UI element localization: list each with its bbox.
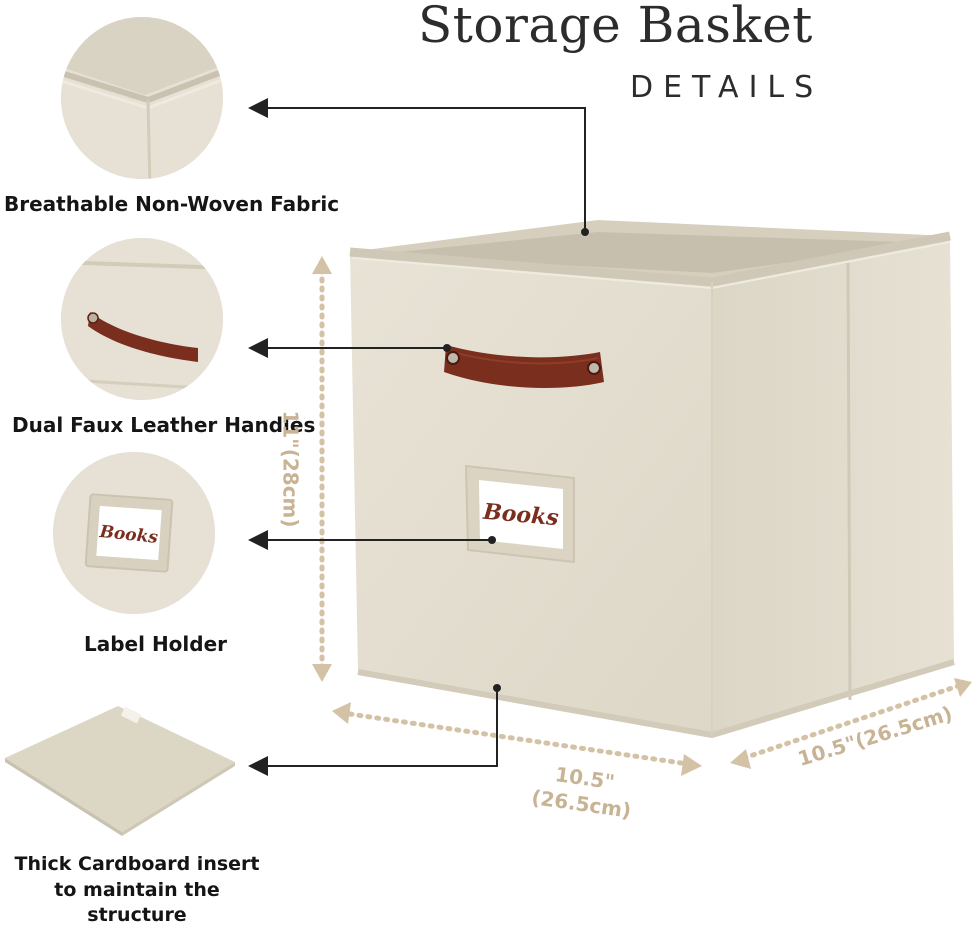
label-holder-closeup: Books [53,452,215,614]
dimension-lines [312,256,972,776]
storage-basket: Books [349,220,955,739]
dimension-height-label: 11"(28cm) [278,410,303,528]
fabric-corner-closeup [61,17,223,179]
basket-handle [444,345,604,388]
page-subtitle: DETAILS [630,70,824,105]
pointer-lines [248,98,589,776]
cardboard-insert [5,706,235,836]
page-title: Storage Basket [418,0,813,54]
feature-label-handles: Dual Faux Leather Handles [12,413,316,437]
leather-handle-closeup [61,238,223,400]
feature-label-fabric: Breathable Non-Woven Fabric [4,192,340,216]
feature-label-label-holder: Label Holder [84,632,228,656]
product-illustration: Books Books [5,17,972,836]
feature-label-cardboard-insert: Thick Cardboard insert to maintain the s… [14,853,260,927]
